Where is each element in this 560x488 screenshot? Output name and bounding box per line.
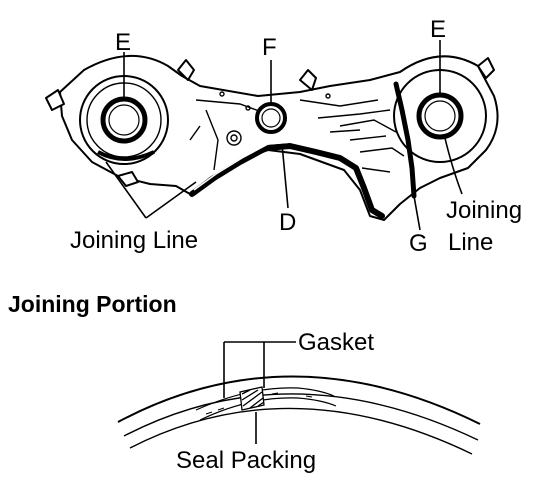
timing-cover-outline xyxy=(45,55,499,221)
right-pulley-e xyxy=(393,69,487,163)
joining-portion-detail xyxy=(117,375,481,455)
label-e-left: E xyxy=(115,29,131,56)
label-g: G xyxy=(409,230,428,257)
cover-details xyxy=(189,91,405,173)
center-bush-f xyxy=(255,102,287,134)
label-f: F xyxy=(262,34,277,61)
label-gasket: Gasket xyxy=(298,329,374,356)
label-joining-line-right-1: Joining xyxy=(446,197,522,224)
seal-packing-d-inner xyxy=(193,141,343,191)
gasket-leaders xyxy=(223,341,296,444)
label-e-right: E xyxy=(430,16,446,43)
seal-packing-block xyxy=(239,386,265,411)
seal-packing-d xyxy=(189,143,385,219)
label-seal-packing: Seal Packing xyxy=(176,447,316,474)
label-joining-line-right-2: Line xyxy=(448,229,493,256)
left-pulley-joining-arc xyxy=(97,150,155,161)
section-title: Joining Portion xyxy=(8,291,177,317)
label-d: D xyxy=(279,209,296,236)
label-joining-line-left: Joining Line xyxy=(70,227,198,254)
left-pulley-e xyxy=(79,75,169,165)
leader-lines xyxy=(105,40,463,231)
seal-packing-g xyxy=(393,81,417,199)
